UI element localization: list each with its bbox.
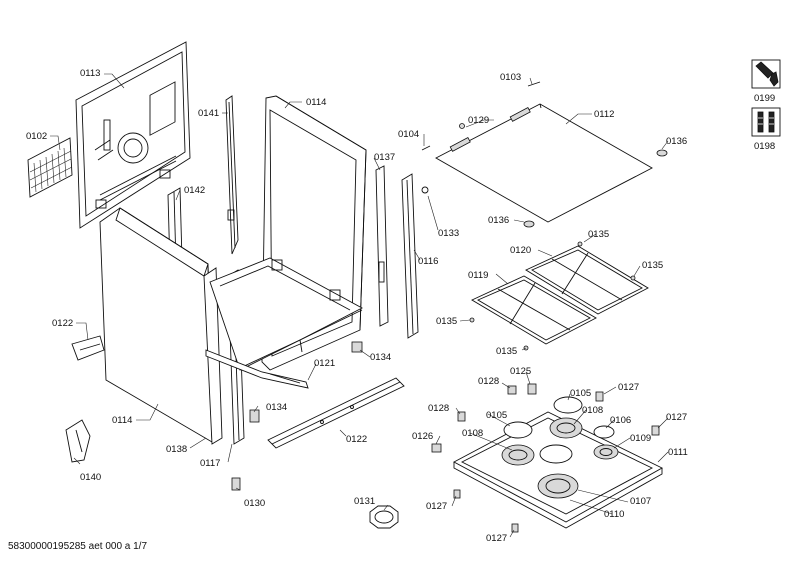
label-0127-b: 0127 (666, 412, 687, 423)
burner-cap-0106-small (593, 425, 615, 439)
bottom-rail-0121 (205, 349, 309, 389)
knob-clips (431, 383, 660, 533)
label-0136-top: 0136 (666, 136, 687, 147)
label-0134-upper: 0134 (370, 352, 391, 363)
label-0127-a: 0127 (618, 382, 639, 393)
label-0109: 0109 (630, 433, 651, 444)
label-0107: 0107 (630, 496, 651, 507)
label-0135-a: 0135 (588, 229, 609, 240)
label-0135-d: 0135 (496, 346, 517, 357)
burner-cap-0105-left (503, 421, 533, 439)
burner-0109-small (593, 444, 619, 460)
burner-0107-large (537, 473, 579, 499)
side-rail-0141 (225, 95, 239, 255)
label-0198: 0198 (754, 141, 775, 152)
burner-cap-0105-right (553, 396, 583, 414)
label-0122-left: 0122 (52, 318, 73, 329)
back-panel-0113 (75, 41, 191, 229)
wrench-screwdriver-icon (751, 59, 781, 89)
front-rail-0137 (375, 165, 389, 327)
label-0133: 0133 (438, 228, 459, 239)
leader-lines (50, 73, 669, 538)
label-0108-right: 0108 (582, 405, 603, 416)
foot-0140 (65, 419, 91, 463)
clip-0134-b (249, 409, 260, 423)
foot-bracket-0122 (71, 335, 105, 361)
label-0121: 0121 (314, 358, 335, 369)
label-0126: 0126 (412, 431, 433, 442)
label-0105-right: 0105 (570, 388, 591, 399)
label-0113: 0113 (80, 68, 100, 79)
hinge-0129-a (509, 106, 531, 122)
vent-grille-0102 (27, 137, 73, 198)
label-0108-left: 0108 (462, 428, 483, 439)
side-rail-0116 (401, 173, 419, 339)
burner-0108-right (549, 417, 583, 439)
label-0114-bottom: 0114 (112, 415, 132, 426)
seal-ring-0131 (369, 505, 399, 529)
label-0128-left: 0128 (428, 403, 449, 414)
burner-0108-left (501, 444, 535, 466)
side-panel-0114-left (99, 207, 213, 443)
label-0128-top: 0128 (478, 376, 499, 387)
pad-0136-b (523, 220, 535, 228)
screw-0130 (231, 477, 241, 491)
label-0110: 0110 (604, 509, 624, 520)
label-0114-top: 0114 (306, 97, 326, 108)
pin-0103 (527, 81, 541, 87)
hinge-0129-b (449, 136, 471, 152)
label-0135-b: 0135 (642, 260, 663, 271)
label-0119: 0119 (468, 270, 488, 281)
label-0142: 0142 (184, 185, 205, 196)
label-0102: 0102 (26, 131, 47, 142)
callout-labels: 0113 0102 0141 0114 0142 0122 0114 0138 … (26, 68, 775, 544)
grommet-0133 (421, 186, 429, 194)
burner-cap-0107-large (539, 444, 573, 464)
label-0131: 0131 (354, 496, 375, 507)
label-0103: 0103 (500, 72, 521, 83)
screws-icon (751, 107, 781, 137)
label-0136-bottom: 0136 (488, 215, 509, 226)
label-0138: 0138 (166, 444, 187, 455)
label-0120: 0120 (510, 245, 531, 256)
label-0104: 0104 (398, 129, 419, 140)
label-0199: 0199 (754, 93, 775, 104)
pan-support-0120 (525, 245, 649, 315)
pan-support-0119 (471, 275, 597, 345)
pad-0136-a (656, 149, 668, 157)
label-0111: 0111 (668, 447, 688, 458)
label-0105-left: 0105 (486, 410, 507, 421)
label-0129: 0129 (468, 115, 489, 126)
label-0141: 0141 (198, 108, 219, 119)
label-0127-c: 0127 (426, 501, 447, 512)
document-id-footer: 58300000195285 aet 000 a 1/7 (8, 541, 148, 552)
label-0137: 0137 (374, 152, 395, 163)
pin-0104 (421, 145, 431, 151)
label-0116: 0116 (418, 256, 438, 267)
label-0130: 0130 (244, 498, 265, 509)
label-0135-c: 0135 (436, 316, 457, 327)
label-0134-lower: 0134 (266, 402, 287, 413)
label-0112: 0112 (594, 109, 614, 120)
glass-lid-0112 (435, 103, 653, 223)
screw-0129 (459, 123, 465, 129)
oven-cavity-0114-right (209, 95, 367, 371)
label-0122-right: 0122 (346, 434, 367, 445)
label-0125: 0125 (510, 366, 531, 377)
label-0127-d: 0127 (486, 533, 507, 544)
label-0140: 0140 (80, 472, 101, 483)
label-0117: 0117 (200, 458, 220, 469)
base-rail-0122 (267, 377, 405, 449)
label-0106: 0106 (610, 415, 631, 426)
clip-0134-a (351, 341, 363, 353)
